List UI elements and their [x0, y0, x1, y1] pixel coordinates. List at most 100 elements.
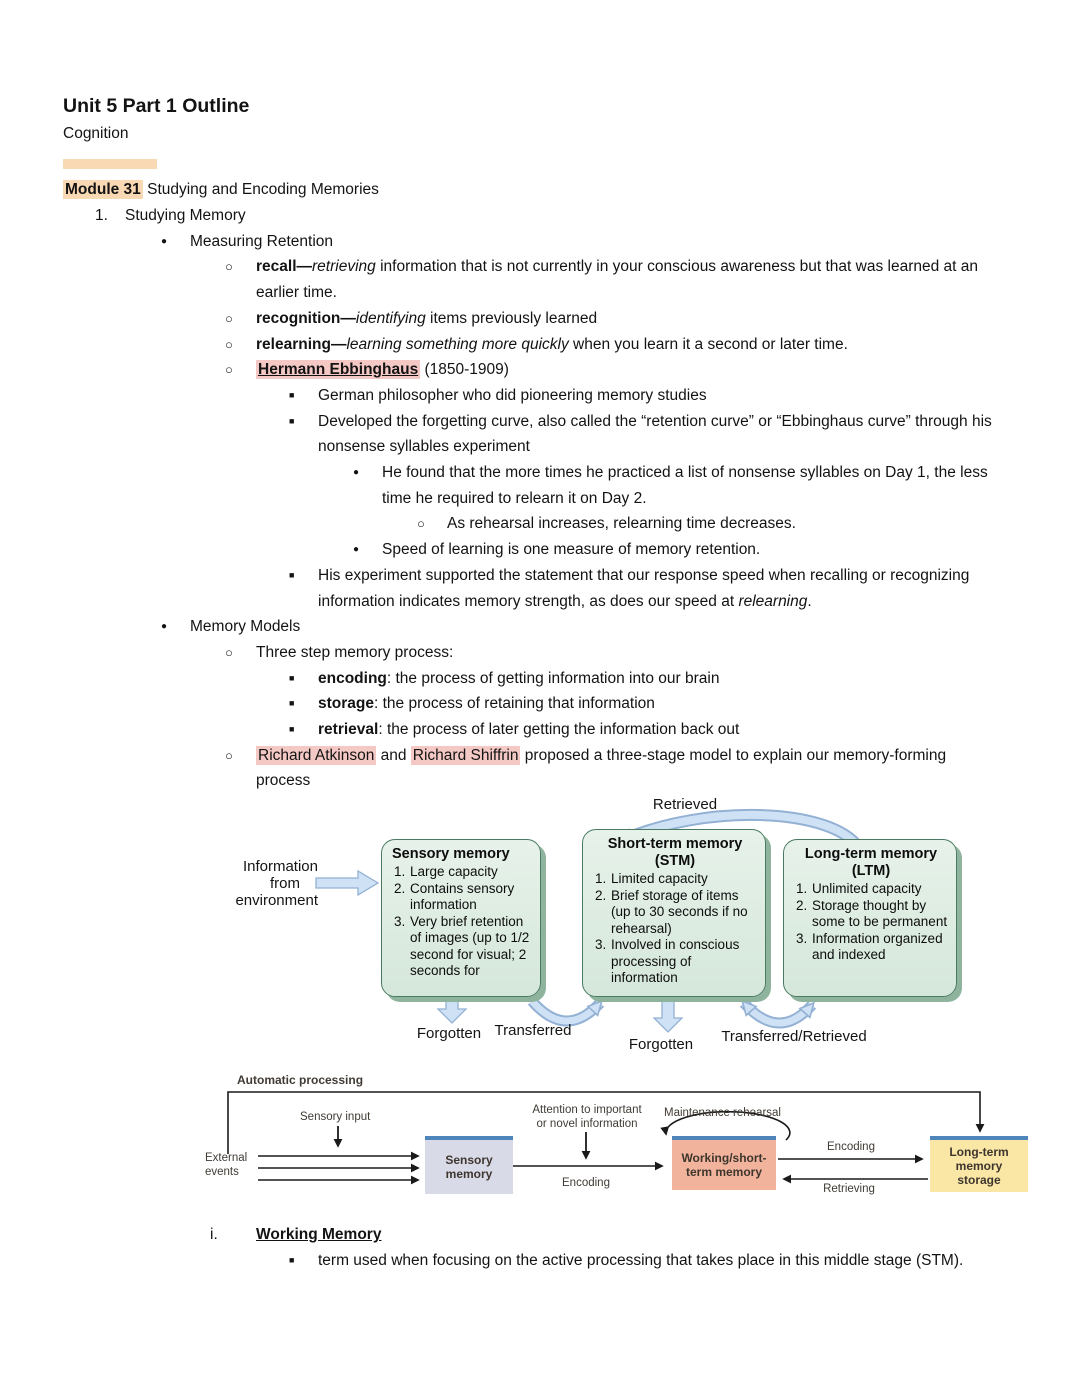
term-bold: recognition—	[256, 309, 356, 327]
processing-flow-arrows	[227, 1091, 985, 1185]
maintenance-rehearsal-label: Maintenance rehearsal	[664, 1107, 781, 1120]
term-bold: retrieval	[318, 721, 379, 739]
bullet-circle-icon: ○	[225, 362, 233, 378]
term-bold: encoding	[318, 669, 387, 687]
term-rest: (1850-1909)	[420, 361, 509, 379]
bullet-square-icon: ■	[289, 724, 295, 735]
bullet-disc-icon: ●	[161, 235, 168, 247]
outline-item-recall: ○ recall—retrieving information that is n…	[63, 254, 1003, 305]
transferred-arrow	[529, 998, 600, 1025]
module-number-highlight: Module 31	[63, 180, 143, 199]
bullet-square-icon: ■	[289, 415, 295, 426]
number-marker: 1.	[95, 207, 108, 224]
ebbinghaus-highlight: Hermann Ebbinghaus	[256, 360, 421, 380]
term-rest: His experiment supported the statement t…	[318, 566, 970, 610]
term-rest: : the process of retaining that informat…	[374, 695, 655, 713]
term-bold: recall—	[256, 258, 313, 276]
transferred-label: Transferred	[494, 1022, 572, 1040]
term-rest: .	[807, 592, 812, 610]
bullet-disc-icon: ●	[353, 544, 360, 556]
term-rest: and	[376, 746, 411, 764]
working-memory-title: Working Memory	[256, 1226, 382, 1244]
shiffrin-highlight: Richard Shiffrin	[410, 745, 521, 765]
info-line: from	[270, 875, 300, 893]
bullet-circle-icon: ○	[225, 310, 233, 326]
item-text: encoding: the process of getting informa…	[318, 670, 719, 687]
working-short-term-memory-box: Working/short-term memory	[672, 1136, 776, 1191]
item-text: relearning—learning something more quick…	[256, 336, 848, 353]
outline-item-working-memory-def: ■ term used when focusing on the active p…	[63, 1248, 1003, 1274]
attention-label: Attention to important or novel informat…	[521, 1103, 653, 1131]
info-line: Information	[242, 858, 318, 876]
list-item: Unlimited capacity	[811, 881, 948, 898]
label-line: or novel information	[536, 1118, 638, 1131]
item-text: Memory Models	[190, 618, 301, 636]
short-term-memory-box: Short-term memory (STM) Limited capacity…	[582, 829, 766, 998]
term-rest: : the process of getting information int…	[386, 669, 720, 687]
item-text: Richard Atkinson and Richard Shiffrin pr…	[256, 745, 946, 789]
bullet-square-icon: ■	[289, 569, 295, 580]
list-item: Brief storage of items (up to 30 seconds…	[610, 888, 757, 938]
term-italic: identifying	[355, 309, 426, 327]
forgotten-label-left: Forgotten	[416, 1025, 482, 1043]
term-bold: relearning—	[256, 335, 347, 353]
document-body: Unit 5 Part 1 Outline Cognition Module 3…	[0, 0, 1003, 1274]
list-item: Involved in conscious processing of info…	[610, 937, 757, 987]
external-events-label: External events	[205, 1151, 247, 1179]
info-line: environment	[235, 892, 318, 910]
item-text: retrieval: the process of later getting …	[318, 721, 739, 738]
sensory-memory-flow-box: Sensory memory	[425, 1136, 513, 1195]
item-text: recognition—identifying items previously…	[256, 310, 597, 327]
sensory-input-label: Sensory input	[300, 1111, 371, 1124]
label-line: External	[205, 1152, 248, 1165]
bullet-circle-icon: ○	[225, 259, 233, 275]
outline-item-he-found: ● He found that the more times he practic…	[63, 460, 1003, 511]
item-text: Hermann Ebbinghaus (1850-1909)	[256, 360, 509, 380]
box-title: Sensory memory	[392, 846, 510, 863]
bullet-square-icon: ■	[289, 698, 295, 709]
term-rest: information that is not currently in you…	[256, 258, 979, 302]
outline-item-german-philosopher: ■ German philosopher who did pioneering m…	[63, 383, 1003, 409]
list-item: Contains sensory information	[409, 881, 532, 914]
bullet-disc-icon: ●	[161, 621, 168, 633]
memory-stage-diagram: Retrieved Information from environment S…	[0, 794, 1080, 1070]
list-item: Storage thought by some to be permanent	[811, 898, 948, 931]
forgotten-arrow-left	[436, 999, 468, 1025]
doc-subtitle: Cognition	[63, 125, 129, 142]
item-text: Studying Memory	[125, 207, 246, 224]
item-text: German philosopher who did pioneering me…	[318, 386, 707, 404]
outline-item-encoding: ■encoding: the process of getting inform…	[63, 666, 1003, 692]
bullet-disc-icon: ●	[353, 467, 360, 479]
term-rest: items previously learned	[425, 309, 598, 327]
outline-item-ebbinghaus: ○ Hermann Ebbinghaus (1850-1909)	[63, 357, 1003, 383]
item-text: Measuring Retention	[190, 232, 334, 250]
outline-item-measuring-retention: ● Measuring Retention	[63, 229, 1003, 255]
retrieving-label: Retrieving	[823, 1183, 875, 1196]
outline-item-retrieval: ■ retrieval: the process of later getting…	[63, 717, 1003, 743]
highlighted-blank-line	[63, 147, 1003, 177]
item-text: He found that the more times he practice…	[382, 464, 988, 507]
item-text: term used when focusing on the active pr…	[318, 1251, 964, 1269]
environment-input-arrow	[315, 870, 380, 897]
bullet-square-icon: ■	[289, 1254, 295, 1265]
outline-item-experiment: ■ His experiment supported the statement …	[63, 563, 1003, 614]
bullet-circle-icon: ○	[225, 336, 233, 352]
outline-item-forgetting-curve: ■Developed the forgetting curve, also ca…	[63, 409, 1003, 460]
long-term-memory-box: Long-term memory (LTM) Unlimited capacit…	[783, 839, 957, 998]
term-rest: : the process of later getting the infor…	[378, 721, 740, 739]
transferred-retrieved-arrow	[744, 1003, 812, 1027]
item-text: storage: the process of retaining that i…	[318, 695, 655, 712]
bullet-circle-icon: ○	[225, 747, 233, 763]
box-subtitle: (STM)	[654, 853, 696, 870]
bullet-square-icon: ■	[289, 389, 295, 400]
item-text: recall—retrieving information that is no…	[256, 258, 978, 301]
transferred-retrieved-label: Transferred/Retrieved	[721, 1028, 867, 1046]
outline-item-relearning: ○ relearning—learning something more quic…	[63, 332, 1003, 358]
memory-stage-arrows	[315, 809, 861, 1034]
outline-item-working-memory: i.Working Memory	[63, 1222, 1003, 1248]
term-italic: learning something more quickly	[346, 335, 569, 353]
label-line: Attention to important	[532, 1104, 642, 1117]
automatic-processing-label: Automatic processing	[237, 1073, 364, 1088]
retrieved-label: Retrieved	[652, 796, 718, 814]
